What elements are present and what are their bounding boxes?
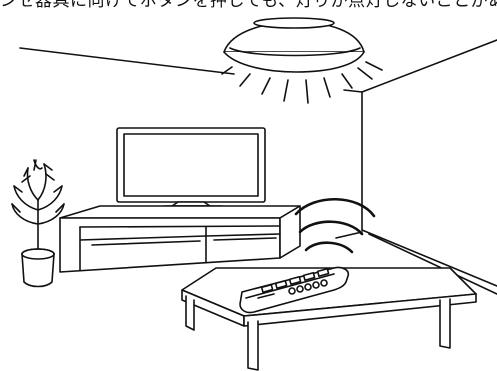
tv-cabinet — [60, 206, 300, 272]
ceiling-light — [224, 18, 364, 72]
television — [117, 128, 265, 212]
potted-plant — [12, 160, 64, 287]
